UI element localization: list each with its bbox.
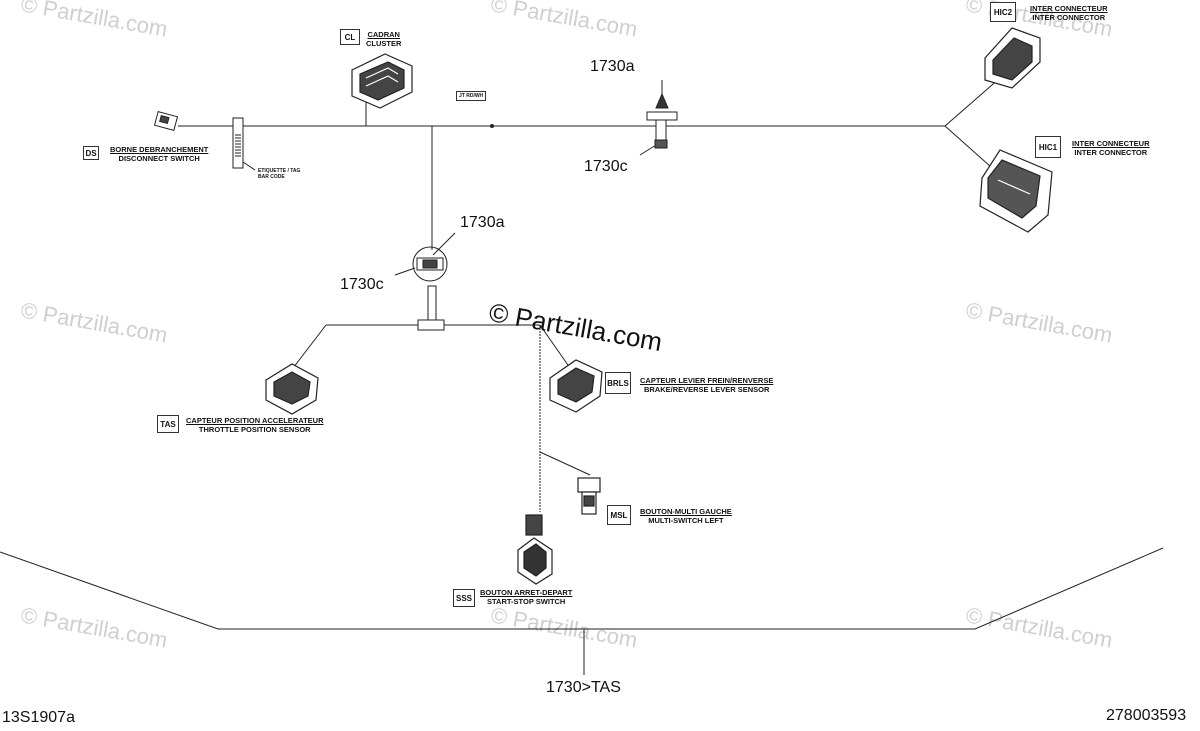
hic2-branch-wire [944,77,1001,127]
cluster-code-box: CL [340,29,360,45]
callout-1730a-top: 1730a [590,58,635,75]
tas-code-box: TAS [157,415,179,433]
brls-label: CAPTEUR LEVIER FREIN/RENVERSE BRAKE/REVE… [640,376,774,394]
diagram-code-right: 278003593 [1106,707,1187,724]
hic1-code-box: HIC1 [1035,136,1061,158]
brls-code-box: BRLS [605,372,631,394]
disconnect-code-box: DS [83,146,99,160]
tas-label: CAPTEUR POSITION ACCELERATEUR THROTTLE P… [186,416,324,434]
msl-code-box: MSL [607,505,631,525]
msl-label: BOUTON-MULTI GAUCHE MULTI-SWITCH LEFT [640,507,732,525]
msl-connector-icon [577,477,601,515]
diagram-code-left: 13S1907a [2,709,75,726]
brls-connector-icon [549,359,603,413]
jt-tag-label: JT RD/WH [456,91,487,101]
barcode-tag-label: ETIQUETTE / TAG BAR CODE [258,168,301,180]
splice-mid-icon [412,246,448,331]
hic1-connector-icon [979,149,1053,233]
splice-top-icon [646,92,678,149]
sss-code-box: SSS [453,589,475,607]
sss-connector-icon [517,514,553,585]
msl-branch-wire [539,451,591,476]
hic1-label: INTER CONNECTEUR INTER CONNECTOR [1072,139,1150,157]
callout-1730-tas: 1730>TAS [546,679,621,696]
hic2-code-box: HIC2 [990,2,1016,22]
tas-connector-icon [265,363,319,415]
hull-outline [0,547,1164,630]
disconnect-label: BORNE DEBRANCHEMENT DISCONNECT SWITCH [110,145,209,163]
cluster-label: CADRAN CLUSTER [366,30,402,48]
disconnect-connector-icon [153,111,179,131]
jt-tag-dot [490,124,494,128]
callout-1730c-mid: 1730c [340,276,384,293]
hic2-label: INTER CONNECTEUR INTER CONNECTOR [1030,4,1108,22]
callout-1730c-top: 1730c [584,158,628,175]
barcode-tag-icon [232,117,244,169]
brls-branch-wire [539,324,571,369]
hic2-connector-icon [984,27,1041,89]
callout-1730a-mid: 1730a [460,214,505,231]
tas-branch-wire [289,324,327,373]
sss-label: BOUTON ARRET-DEPART START-STOP SWITCH [480,588,573,606]
cluster-connector-icon [351,53,413,109]
